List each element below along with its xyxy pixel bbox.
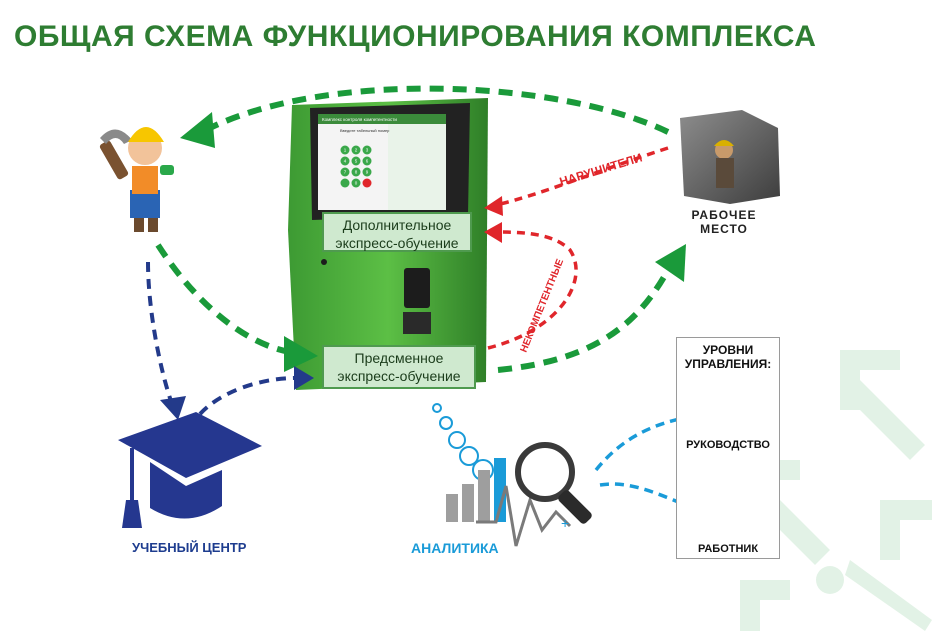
- svg-text:+: +: [561, 515, 569, 531]
- keypad-key: [351, 156, 361, 166]
- cyan-bubbles: [432, 403, 494, 481]
- label-training-center: УЧЕБНЫЙ ЦЕНТР: [132, 540, 247, 555]
- label-analytics: АНАЛИТИКА: [411, 540, 499, 556]
- arrowhead-to-preshift: [284, 336, 318, 372]
- kiosk-keypad: 1 2 3 4 5 6 7 8 9 0: [340, 145, 372, 188]
- label-incompetent: НЕКОМПЕТЕНТНЫЕ: [519, 257, 567, 354]
- keypad-key: [362, 156, 372, 166]
- keypad-key: [351, 167, 361, 177]
- keypad-key: [340, 167, 350, 177]
- keypad-key: [362, 178, 372, 188]
- keypad-key: [362, 145, 372, 155]
- label-workplace-line2: МЕСТО: [700, 222, 748, 236]
- keypad-key-label: 7: [344, 170, 347, 175]
- navy-arrows: [146, 261, 297, 416]
- navy-arrowheads: [160, 366, 314, 420]
- keypad-key-label: 0: [355, 181, 358, 186]
- arrow-training-to-preshift: [198, 376, 297, 416]
- analytics-icon: +: [446, 442, 592, 547]
- keypad-key-label: 5: [355, 159, 358, 164]
- keypad-key-label: 8: [355, 170, 358, 175]
- graduation-cap-icon: [118, 412, 262, 528]
- additional-training-line1: Дополнительное: [342, 217, 452, 233]
- keypad-key: [351, 178, 361, 188]
- keypad-key: [340, 156, 350, 166]
- keypad-key-label: 2: [355, 148, 358, 153]
- keypad-key-label: 3: [366, 148, 369, 153]
- level-manager-label: РУКОВОДСТВО: [686, 439, 770, 451]
- arrow-analytics-to-manager: [594, 416, 685, 472]
- preshift-training-line1: Предсменное: [354, 350, 444, 366]
- preshift-training-line2: экспресс-обучение: [337, 368, 461, 384]
- management-levels-header-line1: УРОВНИ: [702, 343, 754, 357]
- keypad-key: [340, 178, 350, 188]
- level-worker-label: РАБОТНИК: [697, 543, 759, 555]
- label-workplace-line1: РАБОЧЕЕ: [691, 208, 756, 222]
- label-violators: НАРУШИТЕЛИ: [558, 150, 644, 188]
- arrow-violators: [495, 146, 669, 207]
- arrow-worker-to-training: [146, 261, 174, 405]
- miner-worker-illustration: [99, 127, 174, 232]
- arrowhead-to-workplace: [655, 244, 686, 282]
- page-title: ОБЩАЯ СХЕМА ФУНКЦИОНИРОВАНИЯ КОМПЛЕКСА: [14, 20, 817, 53]
- green-arrowheads: [180, 112, 686, 372]
- keypad-key-label: 4: [344, 159, 347, 164]
- management-levels-header-line2: УПРАВЛЕНИЯ:: [684, 357, 772, 371]
- keypad-key-label: 6: [366, 159, 369, 164]
- keypad-key-label: 1: [344, 148, 347, 153]
- arrow-analytics-to-worker: [599, 482, 687, 507]
- arrowhead-to-worker: [180, 112, 215, 148]
- kiosk-screen-title: Комплекс контроля компетентности: [322, 117, 397, 122]
- workplace-photo: [680, 110, 780, 204]
- cyan-arrows: [594, 416, 687, 507]
- green-arrows: [155, 85, 671, 373]
- red-arrows: [487, 146, 669, 350]
- additional-training-box: Дополнительное экспресс-обучение: [322, 212, 472, 252]
- red-arrowheads: [484, 196, 503, 243]
- kiosk-screen-prompt: Введите табельный номер: [340, 128, 390, 133]
- arrow-workplace-to-worker: [208, 85, 670, 135]
- keypad-key-label: 9: [366, 170, 369, 175]
- keypad-key: [351, 145, 361, 155]
- keypad-key: [362, 167, 372, 177]
- arrow-preshift-to-workplace: [497, 268, 671, 373]
- keypad-key: [340, 145, 350, 155]
- management-levels-header: УРОВНИ УПРАВЛЕНИЯ:: [677, 343, 779, 371]
- management-levels-panel: УРОВНИ УПРАВЛЕНИЯ: РУКОВОДСТВО РАБОТНИК: [676, 337, 780, 559]
- additional-training-line2: экспресс-обучение: [335, 235, 459, 251]
- preshift-training-box: Предсменное экспресс-обучение: [322, 345, 476, 389]
- arrow-worker-to-preshift: [155, 243, 291, 355]
